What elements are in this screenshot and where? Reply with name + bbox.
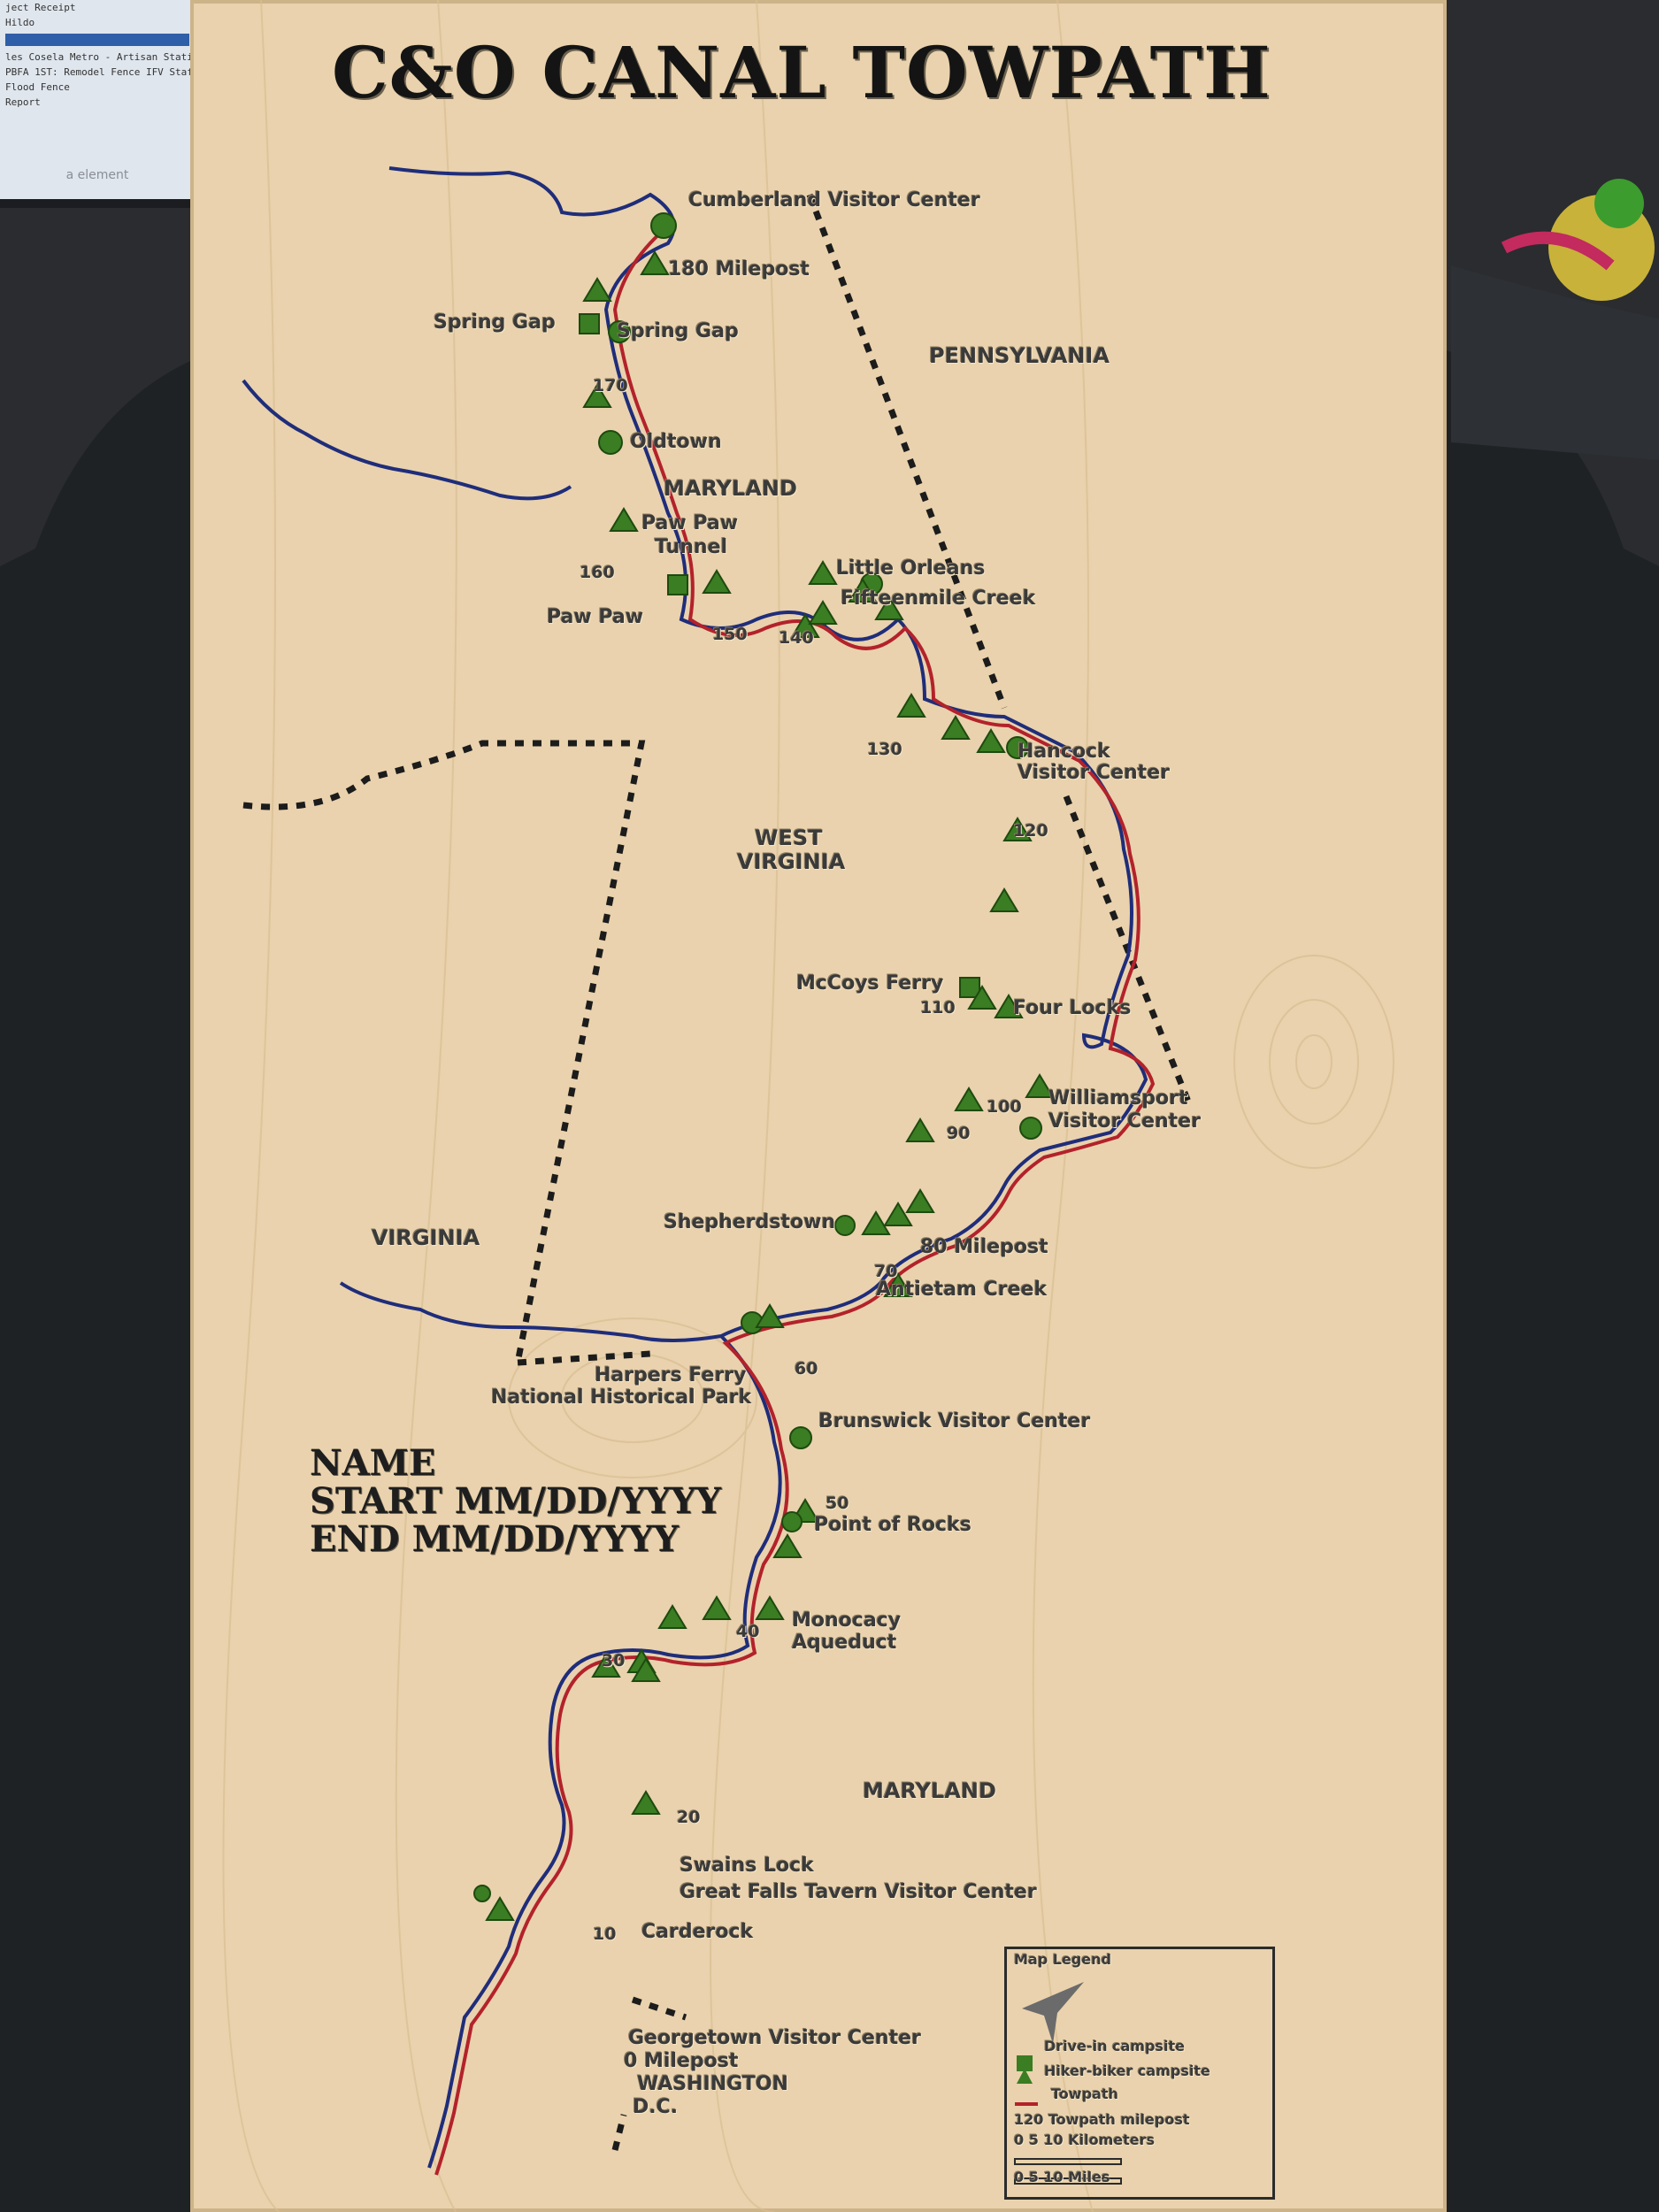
map-legend: Map Legend Drive-in campsite Hiker-biker… xyxy=(1004,1947,1275,2200)
state-label-virginia-wv: VIRGINIA xyxy=(737,849,846,874)
place-harpers-ferry-1: Harpers Ferry xyxy=(595,1364,747,1386)
map-title: C&O CANAL TOWPATH xyxy=(332,31,1271,114)
monitor-bar xyxy=(5,34,189,46)
wood-grain xyxy=(222,0,1394,2212)
hiker-biker-campsite-icon xyxy=(1017,2069,1033,2084)
milepost-30: 30 xyxy=(602,1651,626,1671)
milepost-130: 130 xyxy=(867,740,902,759)
legend-milepost: 120 Towpath milepost xyxy=(1014,2111,1190,2128)
drive-in-campsite-icon xyxy=(1017,2055,1033,2071)
state-label-maryland-north: MARYLAND xyxy=(664,476,797,501)
chair-right-side xyxy=(1380,336,1659,2212)
place-washington-1: WASHINGTON xyxy=(637,2073,788,2095)
dc-line-2 xyxy=(611,2114,627,2151)
place-williamsport-1: Williamsport xyxy=(1048,1087,1188,1110)
place-hancock-1: Hancock xyxy=(1018,741,1110,763)
place-great-falls: Great Falls Tavern Visitor Center xyxy=(680,1881,1037,1903)
place-georgetown: Georgetown Visitor Center xyxy=(628,2027,921,2049)
sign-name: NAME xyxy=(310,1442,436,1484)
place-paw-paw-tunnel-1: Paw Paw xyxy=(641,512,739,534)
place-four-locks: Four Locks xyxy=(1013,997,1132,1019)
towpath-line xyxy=(434,228,1156,2176)
campsite-markers xyxy=(473,212,1055,1921)
legend-towpath: Towpath xyxy=(1051,2085,1118,2102)
wv-va-line-2 xyxy=(517,1350,651,1366)
milepost-20: 20 xyxy=(677,1808,701,1827)
map-engraving xyxy=(222,0,1394,2212)
milepost-40: 40 xyxy=(736,1622,760,1641)
wv-va-line xyxy=(242,740,646,1363)
monitor-line: ject Receipt xyxy=(5,2,76,13)
sign-start-date: START MM/DD/YYYY xyxy=(310,1480,722,1522)
state-label-maryland-south: MARYLAND xyxy=(863,1778,996,1803)
dc-line-1 xyxy=(631,1996,687,2021)
place-oldtown: Oldtown xyxy=(630,431,722,453)
km-scale-bar xyxy=(1014,2158,1122,2165)
state-label-virginia: VIRGINIA xyxy=(372,1225,480,1250)
toy-object-green xyxy=(1594,179,1644,228)
state-label-pennsylvania: PENNSYLVANIA xyxy=(929,343,1110,368)
place-milepost-180: 180 Milepost xyxy=(668,258,810,280)
milepost-60: 60 xyxy=(795,1359,818,1379)
place-swains-lock: Swains Lock xyxy=(680,1855,814,1877)
compass-icon xyxy=(1022,1982,1084,2044)
milepost-150: 150 xyxy=(712,625,748,644)
monitor-brand-label: a element xyxy=(65,168,129,182)
mi-scale-bar xyxy=(1014,2177,1122,2185)
place-paw-paw-tunnel-2: Tunnel xyxy=(655,536,728,558)
milepost-140: 140 xyxy=(779,628,814,648)
legend-drive-in: Drive-in campsite xyxy=(1044,2038,1185,2055)
state-label-west: WEST xyxy=(755,826,823,850)
milepost-100: 100 xyxy=(987,1097,1022,1117)
legend-mi-scale: 0 5 10 Miles xyxy=(1014,2169,1110,2185)
place-shepherdstown: Shepherdstown xyxy=(664,1211,836,1233)
place-cumberland: Cumberland Visitor Center xyxy=(688,189,980,211)
place-milepost-80: 80 Milepost xyxy=(920,1236,1048,1258)
milepost-170: 170 xyxy=(593,376,628,396)
place-monocacy-1: Monocacy xyxy=(792,1609,902,1632)
monitor-line: PBFA 1ST: Remodel Fence IFV Staff - Wist… xyxy=(5,66,199,78)
background-monitor: ject Receipt Hildo les Cosela Metro - Ar… xyxy=(0,0,200,208)
monitor-line: Hildo xyxy=(5,17,35,28)
potomac-river xyxy=(242,166,1148,2169)
milepost-160: 160 xyxy=(580,563,615,582)
chair-top-right xyxy=(1451,265,1659,460)
place-milepost-0: 0 Milepost xyxy=(624,2050,739,2072)
sign-end-date: END MM/DD/YYYY xyxy=(310,1518,680,1560)
place-mccoys-ferry: McCoys Ferry xyxy=(796,972,944,995)
place-williamsport-2: Visitor Center xyxy=(1048,1110,1201,1133)
legend-symbols xyxy=(1014,1982,1122,2185)
place-washington-2: D.C. xyxy=(633,2096,679,2118)
place-carderock: Carderock xyxy=(641,1921,754,1943)
milepost-110: 110 xyxy=(920,998,956,1018)
milepost-10: 10 xyxy=(593,1924,617,1944)
monitor-line: Report xyxy=(5,96,41,108)
milepost-70: 70 xyxy=(874,1262,898,1281)
place-little-orleans: Little Orleans xyxy=(836,557,986,580)
place-point-of-rocks: Point of Rocks xyxy=(814,1514,972,1536)
monitor-line: les Cosela Metro - Artisan Station xyxy=(5,51,200,63)
place-harpers-ferry-2: National Historical Park xyxy=(491,1386,752,1409)
legend-title: Map Legend xyxy=(1014,1951,1111,1968)
milepost-50: 50 xyxy=(826,1494,849,1513)
legend-km-scale: 0 5 10 Kilometers xyxy=(1014,2131,1156,2148)
place-antietam-creek: Antietam Creek xyxy=(876,1279,1048,1301)
milepost-90: 90 xyxy=(947,1124,971,1143)
legend-hiker-biker: Hiker-biker campsite xyxy=(1044,2062,1210,2079)
place-spring-gap-west: Spring Gap xyxy=(434,311,556,334)
wood-map-board: C&O CANAL TOWPATH PENNSYLVANIA MARYLAND … xyxy=(190,0,1447,2212)
place-paw-paw: Paw Paw xyxy=(547,606,644,628)
milepost-120: 120 xyxy=(1013,821,1048,841)
place-fifteenmile-creek: Fifteenmile Creek xyxy=(841,588,1036,610)
place-brunswick: Brunswick Visitor Center xyxy=(818,1410,1091,1432)
toy-object-pink xyxy=(1501,231,1615,271)
place-monocacy-2: Aqueduct xyxy=(792,1632,897,1654)
place-hancock-2: Visitor Center xyxy=(1018,762,1170,784)
monitor-line: Flood Fence xyxy=(5,81,70,93)
pa-md-line-1 xyxy=(806,193,1008,710)
place-spring-gap-east: Spring Gap xyxy=(617,320,739,342)
